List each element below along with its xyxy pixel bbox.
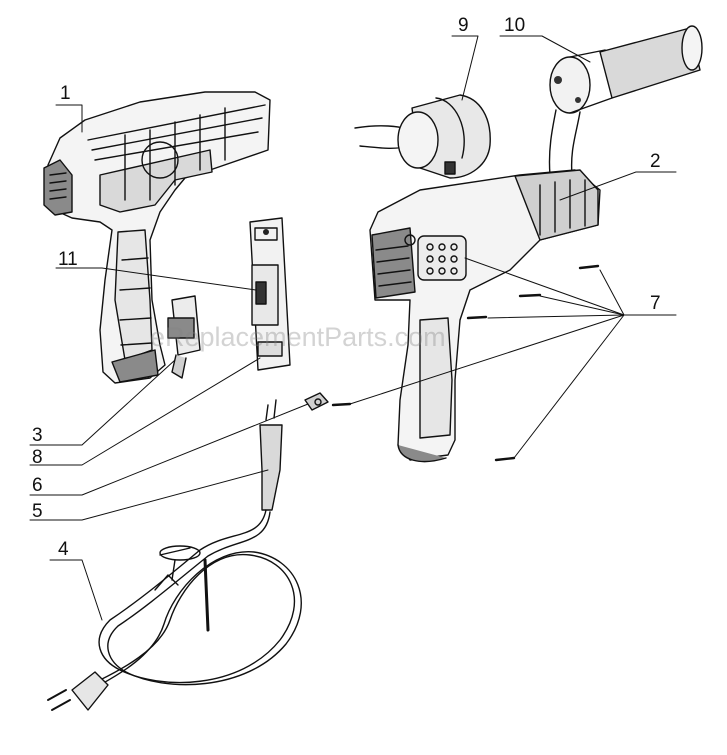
power-cord (47, 399, 302, 711)
callout-7: 7 (650, 293, 661, 314)
leader-lines (29, 35, 677, 621)
watermark-text: eReplacementParts.com (150, 322, 446, 352)
cord-clamp (304, 392, 329, 411)
callout-1: 1 (60, 83, 71, 104)
circuit-board (249, 217, 291, 371)
callout-4: 4 (58, 539, 69, 560)
callout-5: 5 (32, 501, 43, 522)
callout-8: 8 (32, 447, 43, 468)
callout-10: 10 (504, 15, 526, 36)
heater-element (354, 94, 491, 179)
nozzle-tube (547, 25, 703, 176)
callout-6: 6 (32, 475, 43, 496)
switch-part (167, 295, 201, 379)
callout-2: 2 (650, 151, 661, 172)
callout-9: 9 (458, 15, 469, 36)
screws (331, 264, 600, 462)
housing-right-half (369, 169, 601, 463)
housing-left-half (43, 91, 271, 384)
callout-11: 11 (58, 249, 78, 270)
callout-3: 3 (32, 425, 43, 446)
